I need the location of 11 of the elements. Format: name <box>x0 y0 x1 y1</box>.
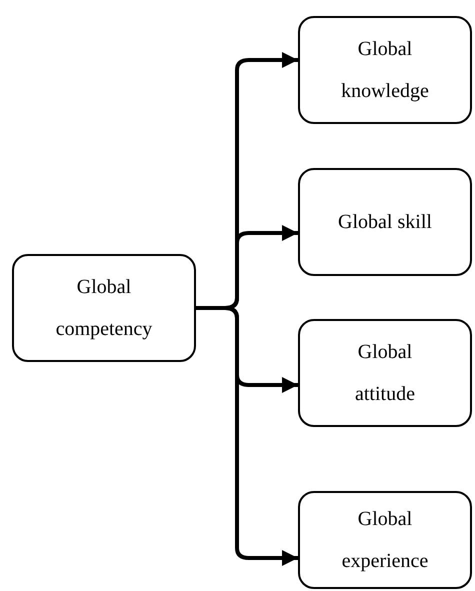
rounded-box <box>298 491 472 589</box>
node-label: Global knowledge <box>340 37 430 104</box>
rounded-box <box>298 16 472 124</box>
arrow <box>196 306 298 566</box>
node-label: Global experience <box>340 507 430 574</box>
node-label: Global attitude <box>354 340 416 407</box>
rounded-box <box>298 168 472 276</box>
rounded-box <box>12 254 196 362</box>
node-label: Global competency <box>54 275 154 342</box>
rounded-box <box>298 319 472 427</box>
node-label: Global skill <box>337 210 433 235</box>
